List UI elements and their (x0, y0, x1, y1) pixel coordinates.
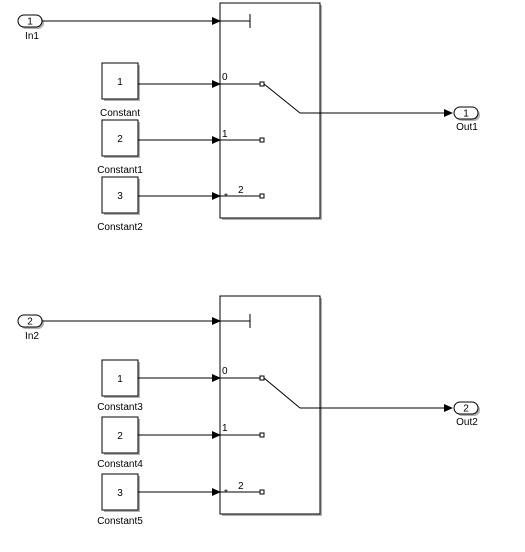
outport-block[interactable]: 1 (453, 106, 480, 121)
multiport-switch-block[interactable]: 0 1 * 2 (219, 2, 322, 220)
constant-value: 2 (117, 431, 123, 442)
port-label: 2 (238, 481, 244, 492)
port-label: 1 (222, 129, 228, 140)
port-label: 0 (222, 366, 228, 377)
constant-value: 3 (117, 191, 123, 202)
constant-value: 1 (117, 374, 123, 385)
diagram-group-1: 1 In1 1 Constant 2 Constant1 3 Constant2 (17, 2, 480, 233)
inport-block[interactable]: 2 (17, 314, 44, 329)
port-terminal (259, 375, 265, 381)
port-terminal (259, 137, 265, 143)
constant-value: 3 (117, 488, 123, 499)
port-terminal (259, 432, 265, 438)
switch-arm (263, 377, 301, 409)
constant-block[interactable]: 3 (101, 176, 140, 215)
diagram-group-2: 2 In2 1 Constant3 2 Constant4 3 Constant… (17, 295, 480, 527)
constant-name: Constant4 (97, 459, 143, 470)
inport-name: In2 (25, 331, 39, 342)
port-label: 2 (238, 185, 244, 196)
port-terminal (259, 193, 265, 199)
constant-name: Constant3 (97, 402, 143, 413)
constant-name: Constant (100, 108, 140, 119)
outport-number: 1 (463, 109, 469, 120)
port-label: 1 (222, 423, 228, 434)
default-case-marker: * (224, 192, 228, 203)
constant-block[interactable]: 3 (101, 473, 140, 512)
default-case-marker: * (224, 488, 228, 499)
port-label: 0 (222, 72, 228, 83)
constant-name: Constant5 (97, 516, 143, 527)
port-terminal (259, 489, 265, 495)
inport-number: 1 (27, 17, 33, 28)
multiport-switch-block[interactable]: 0 1 * 2 (219, 295, 322, 516)
outport-name: Out1 (456, 122, 478, 133)
constant-name: Constant2 (97, 222, 143, 233)
constant-block[interactable]: 1 (101, 62, 140, 101)
outport-block[interactable]: 2 (453, 401, 480, 416)
constant-value: 1 (117, 77, 123, 88)
switch-arm (263, 83, 301, 114)
constant-block[interactable]: 2 (101, 119, 140, 158)
constant-block[interactable]: 2 (101, 416, 140, 455)
outport-name: Out2 (456, 417, 478, 428)
inport-name: In1 (25, 31, 39, 42)
port-terminal (259, 81, 265, 87)
constant-block[interactable]: 1 (101, 359, 140, 398)
constant-value: 2 (117, 134, 123, 145)
outport-number: 2 (463, 404, 469, 415)
inport-block[interactable]: 1 (17, 14, 44, 29)
constant-name: Constant1 (97, 165, 143, 176)
inport-number: 2 (27, 317, 33, 328)
